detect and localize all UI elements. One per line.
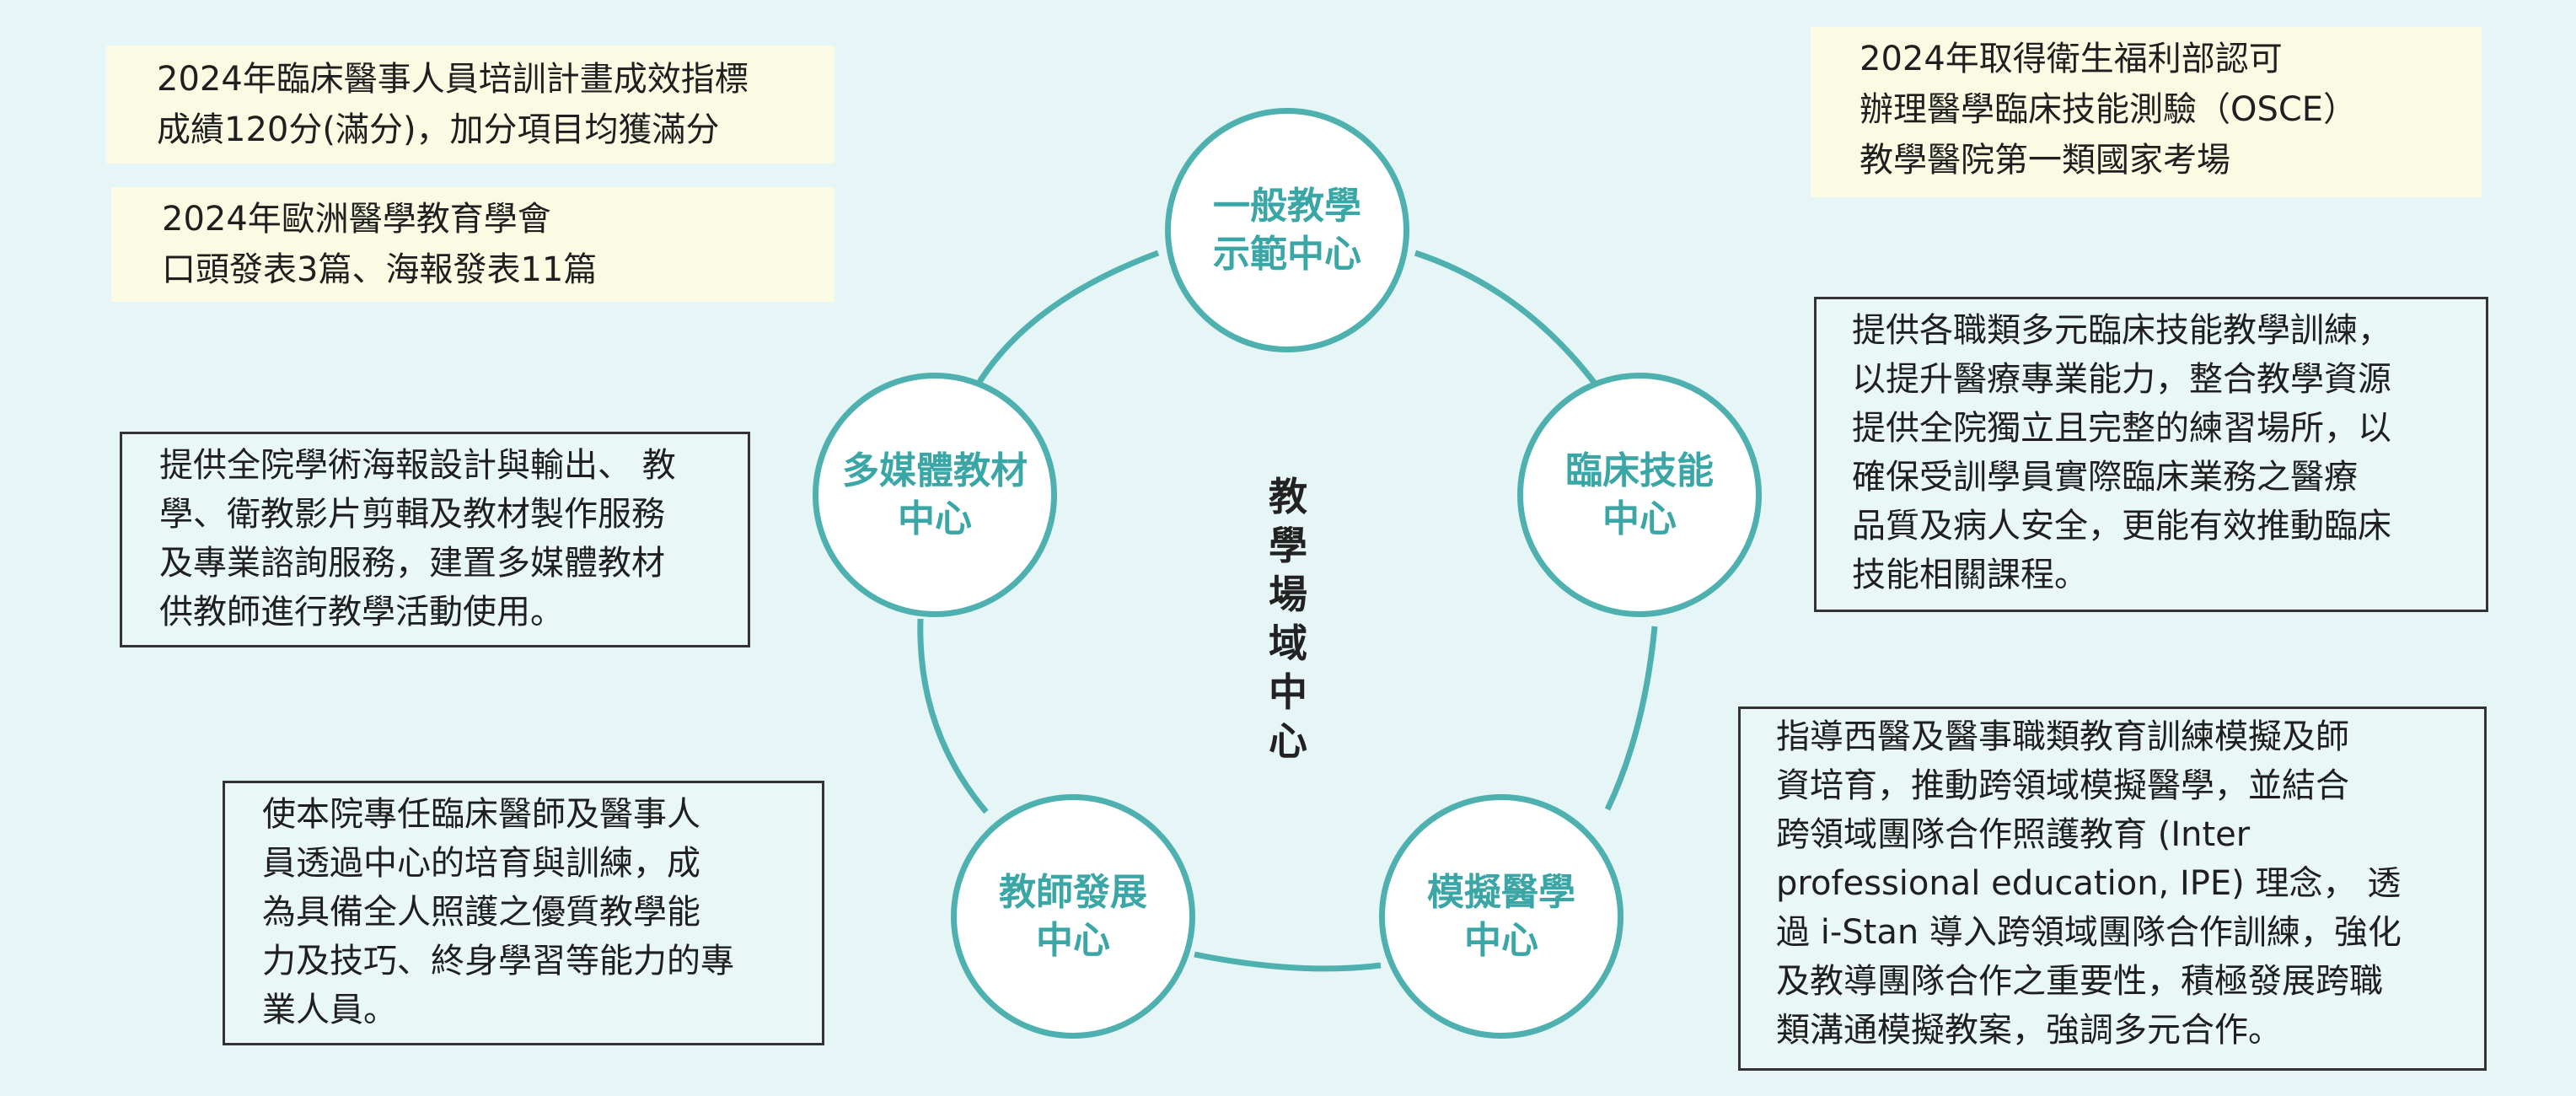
description-line: 及教導團隊合作之重要性，積極發展跨職 [1776, 962, 2383, 1001]
note-line: 成績120分(滿分)，加分項目均獲滿分 [157, 110, 720, 149]
description-line: 跨領域團隊合作照護教育 (Inter [1776, 815, 2251, 854]
note-training-indicator: 2024年臨床醫事人員培訓計畫成效指標 成績120分(滿分)，加分項目均獲滿分 [106, 46, 835, 164]
description-line: 提供全院獨立且完整的練習場所，以 [1852, 409, 2391, 448]
center-title-char: 學 [1269, 523, 1307, 568]
node-line: 中心 [898, 497, 972, 540]
note-line: 辦理醫學臨床技能測驗（OSCE） [1860, 90, 2358, 129]
description-multimedia-center: 提供全院學術海報設計與輸出、 教 學、衛教影片剪輯及教材製作服務 及專業諮詢服務… [120, 432, 750, 647]
description-line: 使本院專任臨床醫師及醫事人 [262, 795, 700, 834]
center-title-char: 教 [1269, 474, 1307, 519]
node-line: 中心 [1036, 919, 1110, 962]
description-line: 過 i-Stan 導入跨領域團隊合作訓練，強化 [1776, 913, 2402, 952]
center-title-char: 心 [1269, 718, 1307, 764]
center-title-char: 中 [1269, 669, 1307, 715]
note-osce-exam-site: 2024年取得衛生福利部認可 辦理醫學臨床技能測驗（OSCE） 教學醫院第一類國… [1811, 27, 2482, 197]
center-title-char: 域 [1269, 621, 1307, 666]
description-line: 類溝通模擬教案，強調多元合作。 [1776, 1011, 2282, 1050]
description-line: 為具備全人照護之優質教學能 [262, 893, 700, 932]
description-line: 提供全院學術海報設計與輸出、 教 [159, 446, 676, 485]
node-line: 教師發展 [999, 870, 1147, 914]
description-line: 力及技巧、終身學習等能力的專 [262, 942, 734, 980]
description-line: 以提升醫療專業能力，整合教學資源 [1852, 360, 2391, 399]
center-title: 教 學 場 域 中 心 [1261, 472, 1315, 766]
description-faculty-center: 使本院專任臨床醫師及醫事人 員透過中心的培育與訓練，成 為具備全人照護之優質教學… [223, 781, 824, 1045]
note-line: 口頭發表3篇、海報發表11篇 [162, 250, 598, 289]
description-line: 業人員。 [262, 991, 397, 1029]
description-line: professional education, IPE) 理念， 透 [1776, 864, 2402, 903]
node-line: 多媒體教材 [842, 449, 1028, 492]
description-line: 員透過中心的培育與訓練，成 [262, 844, 700, 883]
description-simulation-center: 指導西醫及醫事職類教育訓練模擬及師 資培育，推動跨領域模擬醫學，並結合 跨領域團… [1738, 706, 2487, 1071]
note-line: 2024年取得衛生福利部認可 [1860, 40, 2283, 78]
description-line: 技能相關課程。 [1852, 556, 2088, 594]
node-clinical-skills-center: 臨床技能 中心 [1517, 373, 1762, 617]
note-line: 2024年歐洲醫學教育學會 [162, 200, 551, 239]
node-simulation-medicine-center: 模擬醫學 中心 [1379, 794, 1623, 1039]
center-title-char: 場 [1269, 572, 1307, 617]
description-line: 供教師進行教學活動使用。 [159, 593, 564, 631]
node-multimedia-materials-center: 多媒體教材 中心 [813, 373, 1057, 617]
note-line: 2024年臨床醫事人員培訓計畫成效指標 [157, 60, 749, 99]
node-general-teaching-center: 一般教學 示範中心 [1165, 108, 1409, 352]
description-line: 確保受訓學員實際臨床業務之醫療 [1852, 458, 2358, 497]
node-line: 示範中心 [1213, 233, 1361, 276]
note-line: 教學醫院第一類國家考場 [1860, 141, 2230, 180]
node-line: 一般教學 [1213, 184, 1361, 228]
node-faculty-development-center: 教師發展 中心 [951, 794, 1195, 1039]
note-amee-presentations: 2024年歐洲醫學教育學會 口頭發表3篇、海報發表11篇 [111, 187, 835, 302]
description-line: 學、衛教影片剪輯及教材製作服務 [159, 495, 665, 534]
node-line: 中心 [1602, 497, 1677, 540]
description-line: 品質及病人安全，更能有效推動臨床 [1852, 507, 2391, 545]
description-line: 提供各職類多元臨床技能教學訓練， [1852, 311, 2391, 350]
description-line: 及專業諮詢服務，建置多媒體教材 [159, 544, 665, 583]
description-line: 指導西醫及醫事職類教育訓練模擬及師 [1776, 717, 2349, 756]
description-clinical-skills-center: 提供各職類多元臨床技能教學訓練， 以提升醫療專業能力，整合教學資源 提供全院獨立… [1814, 297, 2488, 612]
node-line: 中心 [1464, 919, 1538, 962]
node-line: 模擬醫學 [1427, 870, 1575, 914]
node-line: 臨床技能 [1565, 449, 1714, 492]
description-line: 資培育，推動跨領域模擬醫學，並結合 [1776, 766, 2349, 805]
